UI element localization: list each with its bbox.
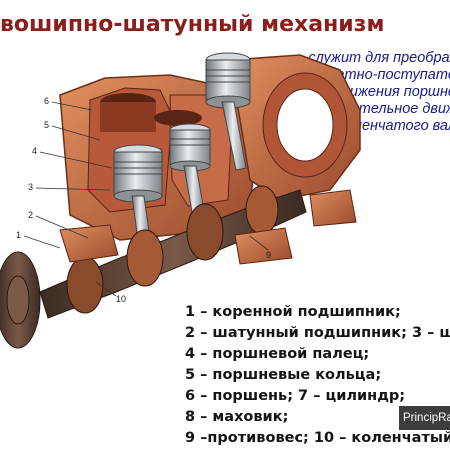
- bearing-housings: [59, 189, 357, 265]
- callout-2: 2: [28, 210, 33, 220]
- description-line: коленчатого вал: [339, 118, 450, 134]
- callout-1: 1: [16, 230, 21, 240]
- legend-item: 6 – поршень; 7 – цилиндр;: [185, 388, 406, 404]
- piston-middle-right: [169, 123, 211, 172]
- piston-top-right: [205, 52, 251, 109]
- callout-3: 3: [28, 182, 33, 192]
- parts-legend: 1 – коренной подшипник; 2 – шатунный под…: [185, 302, 450, 449]
- description-line: служит для преобраз: [308, 50, 450, 66]
- legend-item: 9 –противовес; 10 – коленчатый: [185, 430, 450, 446]
- piston-middle-left: [113, 144, 163, 203]
- callout-lines: [23, 101, 269, 297]
- watermark-badge: PrincipRa: [399, 406, 450, 430]
- legend-item: 8 – маховик;: [185, 409, 289, 425]
- callout-labels: 6 5 4 3 2 1 10 9: [16, 96, 271, 304]
- legend-item: 1 – коренной подшипник;: [185, 304, 401, 320]
- page-title: вошипно-шатунный механизм: [0, 12, 385, 37]
- callout-6: 6: [44, 96, 49, 106]
- callout-4: 4: [32, 146, 37, 156]
- connecting-rods: [131, 101, 247, 241]
- legend-item: 4 – поршневой палец;: [185, 346, 370, 362]
- flywheel: [0, 251, 41, 349]
- legend-item: 2 – шатунный подшипник; 3 – ша: [185, 325, 450, 341]
- legend-item: 5 – поршневые кольца;: [185, 367, 382, 383]
- callout-9: 9: [266, 250, 271, 260]
- callout-5: 5: [44, 120, 49, 130]
- callout-10: 10: [116, 294, 126, 304]
- cylinder-bores: [100, 93, 202, 132]
- crankshaft: [39, 185, 307, 319]
- description-line: движения поршне: [334, 84, 450, 100]
